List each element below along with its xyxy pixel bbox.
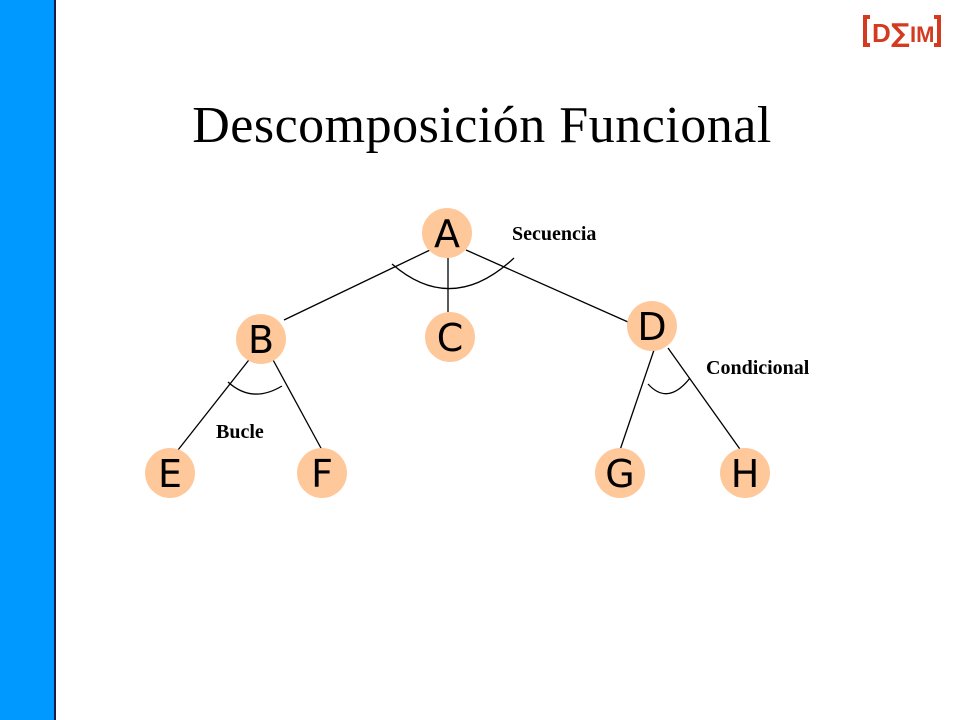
node-a: A — [422, 208, 472, 258]
slide-title: Descomposición Funcional — [192, 97, 772, 154]
node-f: F — [297, 448, 347, 498]
svg-text:H: H — [731, 452, 760, 496]
svg-text:G: G — [605, 452, 634, 496]
svg-text:D: D — [637, 305, 666, 349]
svg-text:E: E — [158, 452, 182, 496]
loop-label: Bucle — [216, 421, 264, 443]
conditional-label: Condicional — [706, 357, 810, 379]
node-d: D — [627, 301, 677, 351]
svg-text:∑: ∑ — [891, 19, 910, 48]
node-c: C — [425, 312, 475, 362]
node-b: B — [236, 314, 286, 364]
node-h: H — [720, 448, 770, 498]
edge-d-h — [667, 347, 743, 453]
svg-text:F: F — [311, 452, 333, 496]
sequence-label: Secuencia — [512, 223, 596, 245]
conditional-arc — [647, 377, 691, 395]
dsim-logo: D ∑ IM — [863, 15, 941, 48]
edge-b-e — [177, 355, 253, 451]
svg-text:D: D — [872, 18, 891, 48]
node-g: G — [595, 448, 645, 498]
edge-d-g — [619, 349, 655, 451]
side-accent-bar — [0, 0, 56, 720]
svg-text:A: A — [434, 212, 460, 256]
loop-arc — [227, 381, 283, 395]
svg-text:C: C — [437, 316, 464, 360]
svg-text:B: B — [248, 318, 274, 362]
edge-b-f — [271, 357, 323, 451]
edge-a-d — [465, 249, 629, 323]
node-e: E — [145, 448, 195, 498]
edge-a-b — [283, 249, 431, 321]
svg-text:IM: IM — [910, 22, 934, 47]
sequence-arc — [391, 257, 515, 290]
